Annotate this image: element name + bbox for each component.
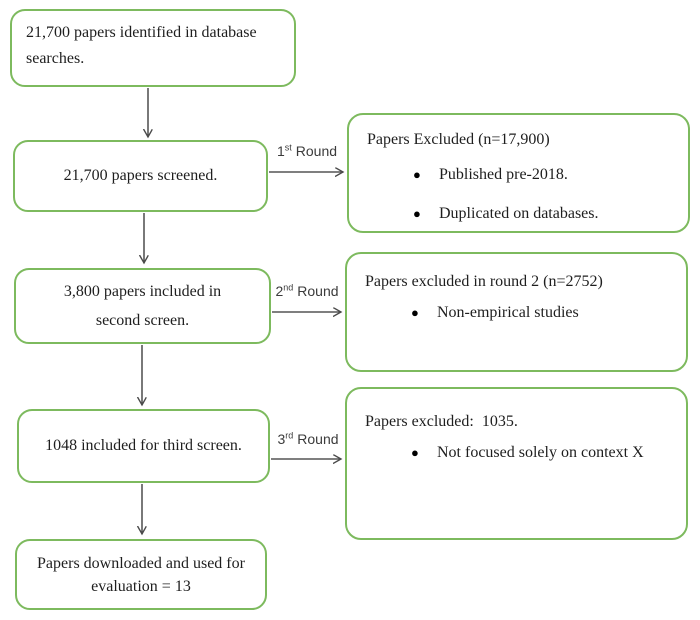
bullet-icon: ● [411,445,419,460]
round-3-number: 3 [277,431,286,447]
box-second-screen: 3,800 papers included in second screen. [14,268,271,344]
bullet-icon: ● [413,206,421,221]
round-3-word: Round [297,431,339,447]
excluded-round2-bullet-1-text: Non-empirical studies [437,304,579,321]
box-papers-identified-text: 21,700 papers identified in database sea… [26,24,257,67]
round-3-ordinal-suffix: rd [285,430,294,441]
box-papers-screened: 21,700 papers screened. [13,140,268,212]
bullet-icon: ● [411,305,419,320]
round-1-number: 1 [276,143,285,159]
round-2-ordinal-suffix: nd [283,282,294,293]
excluded-round3-bullet-1: ● Not focused solely on context X [365,444,668,462]
excluded-round1-title: Papers Excluded (n=17,900) [367,131,550,148]
excluded-round3-title: Papers excluded: 1035. [365,413,518,430]
box-papers-downloaded: Papers downloaded and used for evaluatio… [15,539,267,610]
box-excluded-round3: Papers excluded: 1035. ● Not focused sol… [345,387,688,540]
excluded-round2-title: Papers excluded in round 2 (n=2752) [365,273,603,290]
box-excluded-round1: Papers Excluded (n=17,900) ● Published p… [347,113,690,233]
bullet-icon: ● [413,167,421,182]
box-third-screen: 1048 included for third screen. [17,409,270,483]
box-papers-downloaded-text: Papers downloaded and used for evaluatio… [37,554,245,595]
box-papers-screened-text: 21,700 papers screened. [63,167,218,184]
excluded-round3-bullet-1-text: Not focused solely on context X [437,444,644,461]
excluded-round1-bullet-1-text: Published pre-2018. [439,166,568,183]
excluded-round2-bullet-1: ● Non-empirical studies [365,304,668,322]
box-papers-identified: 21,700 papers identified in database sea… [10,9,296,87]
round-1-word: Round [295,143,338,159]
box-third-screen-text: 1048 included for third screen. [45,437,242,454]
box-second-screen-text: 3,800 papers included in second screen. [63,283,222,329]
round-2-number: 2 [275,283,284,299]
box-excluded-round2: Papers excluded in round 2 (n=2752) ● No… [345,252,688,372]
excluded-round1-bullet-2: ● Duplicated on databases. [367,205,670,223]
excluded-round1-bullet-2-text: Duplicated on databases. [439,205,599,222]
round-1-ordinal-suffix: st [284,142,292,153]
round-2-word: Round [297,283,339,299]
excluded-round1-bullet-1: ● Published pre-2018. [367,166,670,184]
